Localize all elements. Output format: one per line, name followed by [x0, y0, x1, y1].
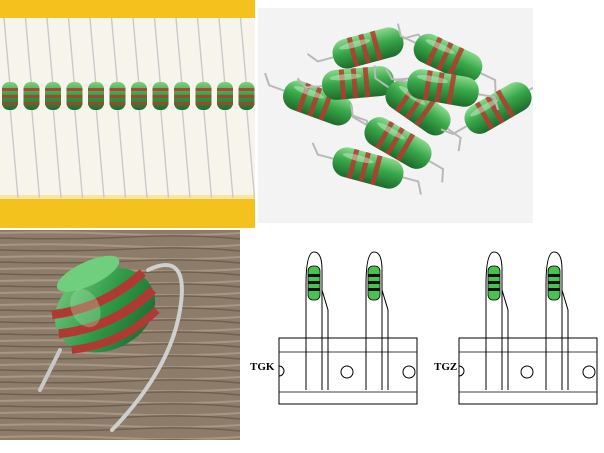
- strip-inductor: [174, 82, 190, 110]
- strip-inductor: [66, 82, 83, 110]
- loose-inductor: [264, 72, 370, 135]
- diagram-inductor: [305, 251, 329, 390]
- photo-inductor-closeup: [0, 230, 240, 440]
- strip-inductor: [109, 82, 126, 110]
- diagram-inductor: [365, 251, 389, 390]
- loose-inductor: [350, 104, 445, 183]
- diagram-label-tgz: TGZ: [434, 361, 457, 373]
- diagram-inductor: [485, 251, 509, 390]
- strip-inductor: [217, 82, 233, 110]
- strip-inductor: [195, 82, 212, 110]
- photo-taped-inductor-strip: [0, 0, 255, 228]
- strip-inductor: [238, 82, 255, 110]
- taping-diagram-drawing: TGK TGZ: [250, 251, 598, 405]
- diagram-inductor: [545, 251, 569, 390]
- strip-inductor: [45, 82, 61, 110]
- taping-diagram: TGK TGZ: [244, 230, 604, 453]
- strip-inductor: [152, 82, 169, 110]
- taped-strip-illustration: [0, 0, 255, 228]
- strip-inductor: [23, 82, 40, 110]
- strip-inductor: [2, 82, 18, 110]
- closeup-illustration: [0, 230, 240, 440]
- loose-inductors-illustration: [258, 8, 533, 223]
- top-tape: [0, 0, 255, 18]
- photo-loose-inductors: [258, 8, 533, 223]
- loose-inductor: [396, 23, 497, 94]
- diagram-label-tgk: TGK: [250, 361, 275, 373]
- strip-inductor: [88, 82, 104, 110]
- loose-inductor: [306, 27, 428, 69]
- bottom-tape: [0, 198, 255, 228]
- loose-inductor: [311, 142, 422, 195]
- strip-inductor: [131, 82, 147, 110]
- loose-inductor: [384, 67, 499, 111]
- closeup-inductor-body: [51, 255, 160, 354]
